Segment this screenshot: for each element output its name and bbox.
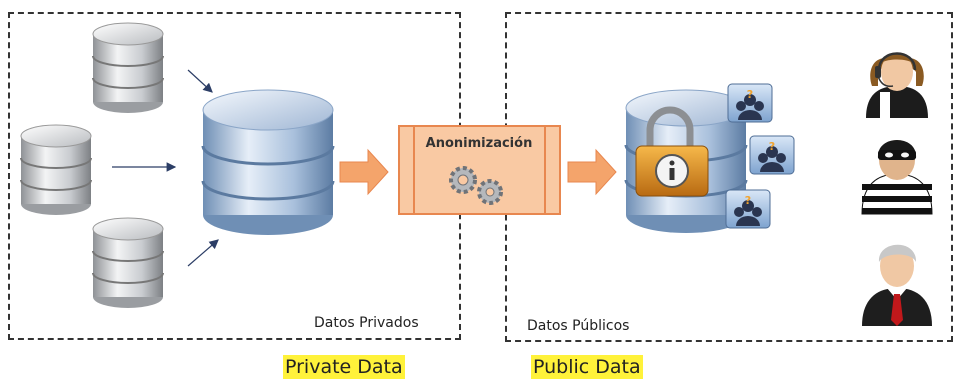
businessman-icon <box>862 244 932 326</box>
support-operator-icon <box>866 52 928 118</box>
flow-arrow-bottom <box>187 239 219 267</box>
info-icon <box>655 154 689 188</box>
burglar-icon <box>861 140 933 215</box>
anonymous-user-card-2-icon: ? <box>749 135 795 175</box>
process-input-arrow <box>339 148 389 196</box>
anonymous-user-card-3-icon: ? <box>725 189 771 229</box>
source-database-middle-icon <box>20 124 92 215</box>
private-data-caption: Private Data <box>283 355 405 379</box>
anonymization-process-box <box>398 125 561 215</box>
private-section-label: Datos Privados <box>314 315 419 331</box>
process-output-arrow <box>567 148 617 196</box>
svg-text:?: ? <box>747 88 753 101</box>
svg-text:?: ? <box>769 140 775 153</box>
source-database-bottom-icon <box>92 217 164 308</box>
svg-text:?: ? <box>745 194 751 207</box>
public-data-caption: Public Data <box>531 355 643 379</box>
combined-database-icon <box>201 89 335 235</box>
anonymous-user-card-1-icon: ? <box>727 83 773 123</box>
gears-icon <box>449 166 503 205</box>
process-label: Anonimización <box>425 136 533 151</box>
public-section-label: Datos Públicos <box>527 318 630 334</box>
source-database-top-icon <box>92 22 164 113</box>
flow-arrow-top <box>187 69 213 93</box>
